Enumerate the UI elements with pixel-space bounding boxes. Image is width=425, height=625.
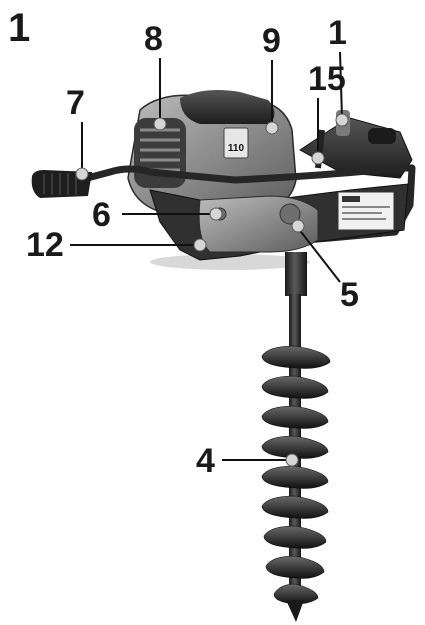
shaft-collar	[285, 252, 307, 296]
callout-9: 9	[262, 22, 281, 60]
callout-leaders	[70, 51, 343, 461]
callout-4: 4	[196, 442, 215, 480]
auger-tip	[286, 600, 304, 622]
callout-8: 8	[144, 20, 163, 58]
throttle-handle	[299, 110, 413, 179]
figure-number: 1	[8, 6, 31, 50]
auger-flights	[261, 345, 331, 605]
callout-7: 7	[66, 84, 85, 122]
callout-points	[75, 113, 349, 467]
callout-1: 1	[328, 14, 347, 52]
callout-6: 6	[92, 196, 111, 234]
callout-5: 5	[340, 276, 359, 314]
engine-readout: 110	[228, 143, 245, 154]
callout-15: 15	[308, 60, 346, 98]
shadow	[150, 254, 310, 270]
callout-12: 12	[26, 226, 64, 264]
gearbox	[198, 195, 319, 253]
